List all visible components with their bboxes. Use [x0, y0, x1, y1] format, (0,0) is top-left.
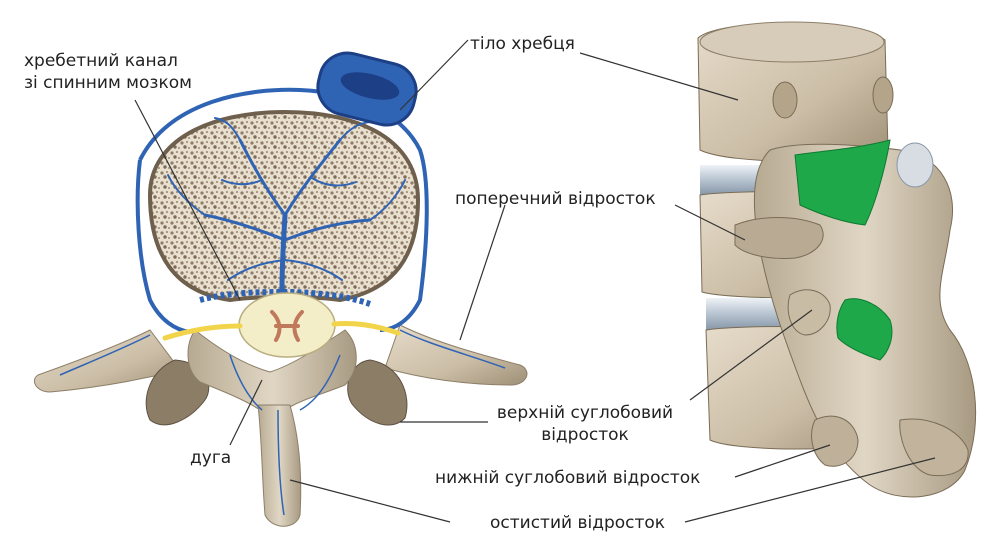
label-spinal-canal-line2: зі спинним мозком	[24, 72, 192, 94]
label-superior-articular: верхній суглобовий відросток	[485, 402, 685, 446]
label-spinous-process: остистий відросток	[490, 512, 665, 534]
lateral-spine	[698, 22, 976, 497]
lateral-transverse-process	[735, 218, 823, 259]
label-vertebral-body: тіло хребця	[470, 33, 575, 55]
label-superior-articular-line2: відросток	[485, 424, 685, 446]
label-spinal-canal: хребетний канал зі спинним мозком	[24, 50, 192, 94]
label-inferior-articular: нижній суглобовий відросток	[435, 467, 700, 489]
upper-body-endplate	[700, 22, 884, 62]
axial-vertebra	[34, 47, 527, 526]
right-transverse-process	[385, 325, 527, 385]
label-arch: дуга	[190, 447, 231, 469]
facet-cartilage	[897, 143, 933, 187]
label-superior-articular-line1: верхній суглобовий	[485, 402, 685, 424]
label-spinal-canal-line1: хребетний канал	[24, 50, 192, 72]
label-transverse-process: поперечний відросток	[455, 188, 656, 210]
